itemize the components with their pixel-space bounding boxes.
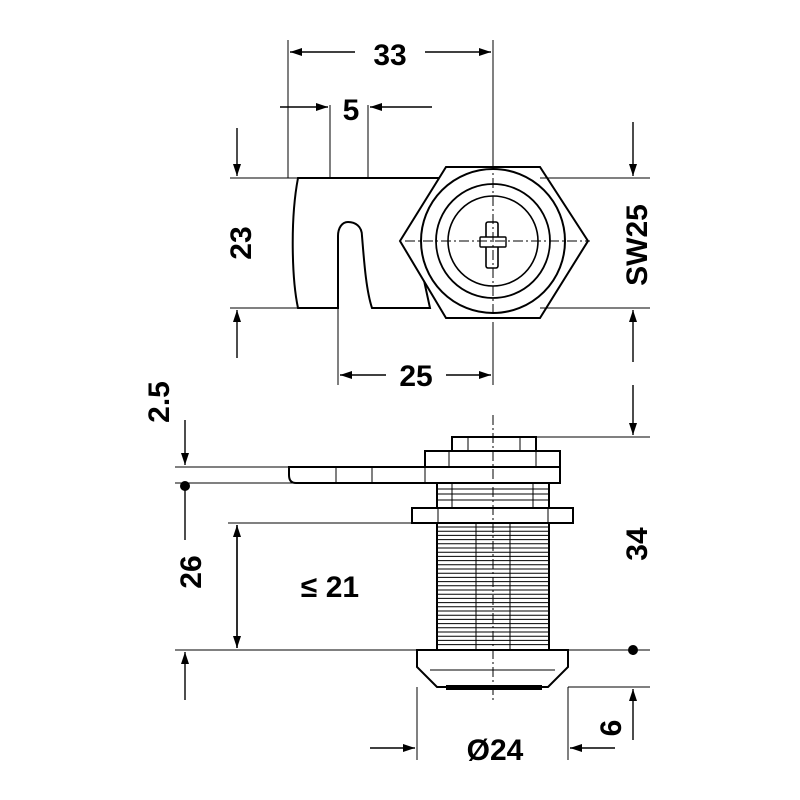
dimension-6: 6 (595, 648, 637, 740)
side-view (288, 415, 574, 700)
top-view (291, 160, 590, 330)
dimension-label-6: 6 (595, 720, 628, 737)
dimension-label-max-panel: ≤ 21 (301, 571, 359, 604)
dimension-25: 25 (340, 360, 491, 393)
dimension-2-5: 2.5 (143, 381, 189, 540)
dimension-33: 33 (290, 39, 491, 72)
side-extension-lines (175, 436, 650, 760)
flange-bottom (446, 685, 542, 690)
dimension-label-5: 5 (343, 94, 360, 127)
dimension-label-2-5: 2.5 (143, 381, 176, 423)
cam-lever (291, 177, 447, 309)
dimension-23: 23 (225, 128, 258, 358)
dimension-label-25: 25 (399, 360, 432, 393)
dimension-sw25: SW25 (621, 122, 654, 362)
cap (451, 436, 537, 452)
dimension-26: 26 (175, 525, 241, 648)
top-extension-lines (230, 40, 650, 385)
dimension-24: Ø24 (370, 734, 615, 767)
dimension-5: 5 (280, 94, 432, 127)
dimension-label-34: 34 (621, 527, 654, 561)
dimension-34: 34 (621, 385, 654, 561)
dimension-label-26: 26 (175, 555, 208, 588)
dimension-label-sw25: SW25 (621, 204, 654, 286)
dimension-label-33: 33 (373, 39, 406, 72)
dimension-label-24: Ø24 (467, 734, 524, 767)
dimension-label-23: 23 (225, 226, 258, 259)
